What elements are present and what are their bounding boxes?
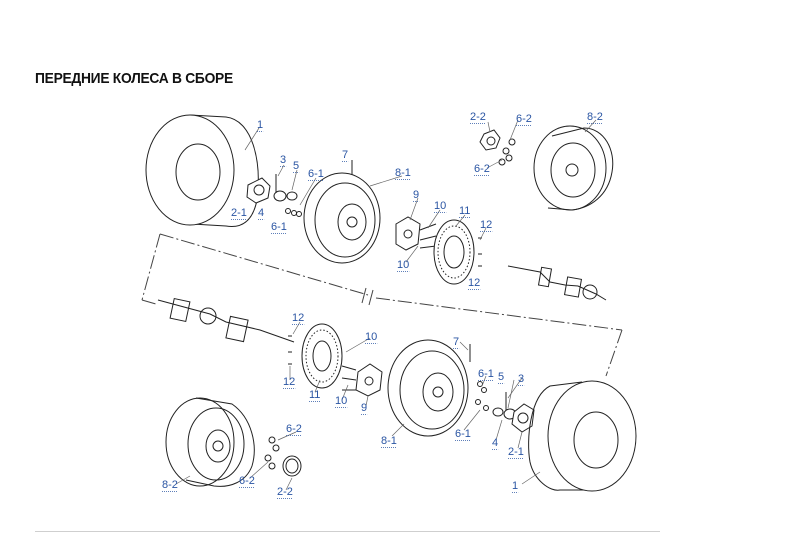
- callout-label: 10: [335, 395, 347, 407]
- brake-disc-lower: [288, 323, 343, 389]
- callout-label: 9: [413, 189, 419, 201]
- callout-label: 6-1: [455, 428, 471, 440]
- tire-lower: [528, 380, 637, 492]
- assembly-boundary-line: [141, 233, 623, 377]
- callout-label: 8-2: [587, 111, 603, 123]
- hub-upper: [395, 216, 437, 251]
- drive-shaft-upper: [507, 265, 607, 301]
- callout-label: 6-1: [271, 221, 287, 233]
- page-title: ПЕРЕДНИЕ КОЛЕСА В СБОРЕ: [35, 70, 233, 87]
- break-mark: [361, 287, 374, 306]
- callout-label: 9: [361, 402, 367, 414]
- callout-label: 6-2: [474, 163, 490, 175]
- callout-label: 2-2: [470, 111, 486, 123]
- callout-label: 11: [309, 389, 320, 401]
- callout-label: 3: [518, 373, 524, 385]
- callout-label: 10: [397, 259, 409, 271]
- callout-label: 11: [459, 205, 470, 217]
- callout-label: 10: [434, 200, 446, 212]
- callout-label: 7: [453, 336, 459, 348]
- callout-label: 8-2: [162, 479, 178, 491]
- callout-label: 2-2: [277, 486, 293, 498]
- brake-disc-upper: [433, 219, 482, 285]
- callout-label: 4: [492, 437, 498, 449]
- callout-label: 3: [280, 154, 286, 166]
- rim-lower: [387, 339, 489, 437]
- callout-label: 1: [257, 119, 263, 131]
- wheel-8-2-lower: [165, 397, 302, 487]
- rim-upper: [303, 160, 381, 264]
- callout-label: 6-1: [478, 368, 494, 380]
- callout-label: 12: [468, 277, 480, 289]
- callout-label: 6-2: [239, 475, 255, 487]
- wheel-8-2-upper: [479, 125, 614, 211]
- leader-lines: [175, 119, 597, 491]
- callout-label: 8-1: [395, 167, 411, 179]
- callout-label: 2-1: [508, 446, 524, 458]
- callout-label: 12: [292, 312, 304, 324]
- bottom-divider: [35, 531, 660, 532]
- callout-label: 7: [342, 149, 348, 161]
- callout-label: 5: [498, 371, 504, 383]
- callout-label: 6-2: [286, 423, 302, 435]
- hub-cap-upper: [246, 174, 302, 217]
- callout-label: 2-1: [231, 207, 247, 219]
- hub-lower: [341, 363, 383, 397]
- callout-label: 6-2: [516, 113, 532, 125]
- callout-label: 5: [293, 160, 299, 172]
- callout-label: 12: [283, 376, 295, 388]
- drive-shaft-lower: [157, 297, 295, 343]
- callout-label: 4: [258, 207, 264, 219]
- callout-label: 6-1: [308, 168, 324, 180]
- callout-label: 10: [365, 331, 377, 343]
- callout-label: 1: [512, 480, 518, 492]
- callout-label: 12: [480, 219, 492, 231]
- hub-cap-lower: [492, 392, 535, 433]
- callout-labels: 1 2-1 3 4 5 6-1 6-1 7 8-1 9 10 10 11 12 …: [162, 111, 603, 499]
- callout-label: 8-1: [381, 435, 397, 447]
